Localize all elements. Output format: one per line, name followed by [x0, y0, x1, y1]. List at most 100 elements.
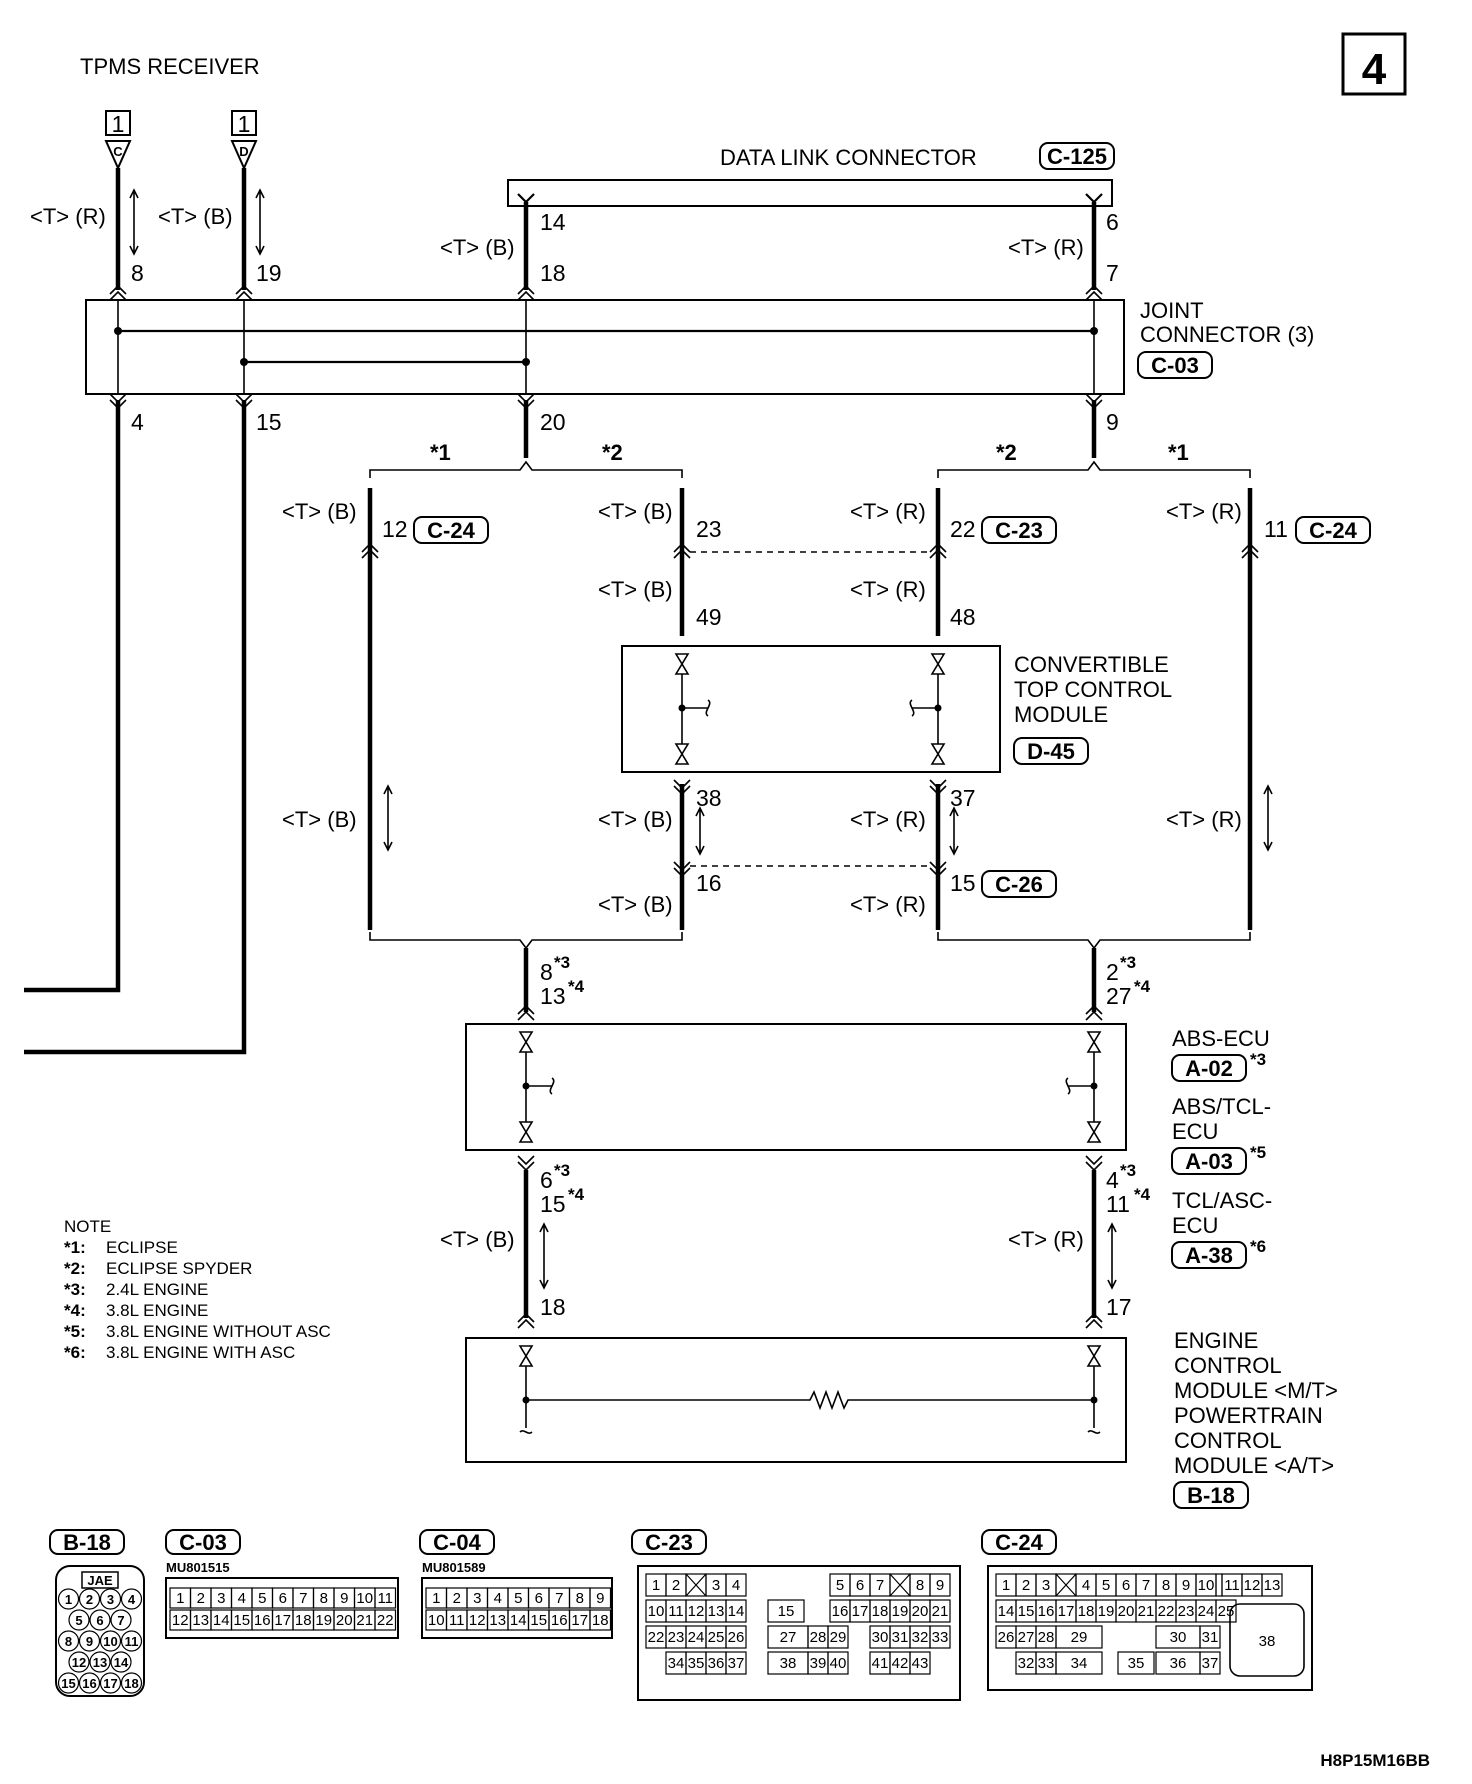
wire-label-tpms-b: <T> (B) — [158, 204, 233, 229]
connector-pin: 3 — [107, 1592, 114, 1607]
svg-text:13: 13 — [540, 983, 566, 1009]
connector-pin: 10 — [103, 1634, 117, 1649]
note-text-4: 3.8L ENGINE — [106, 1301, 208, 1320]
connector-pin: 6 — [535, 1590, 543, 1607]
connector-pin: 6 — [279, 1590, 287, 1607]
connector-pin: 13 — [1264, 1577, 1281, 1594]
connector-pin: 3 — [473, 1590, 481, 1607]
connector-pin: 30 — [872, 1629, 889, 1646]
svg-text:C: C — [113, 144, 123, 159]
code-badge-c24-left: C-24 — [413, 516, 489, 544]
svg-text:D-45: D-45 — [1027, 739, 1075, 764]
connector-pin: 9 — [596, 1590, 604, 1607]
pin-49: 49 — [696, 604, 722, 630]
convertible-module-title-1: CONVERTIBLE — [1014, 652, 1169, 677]
connector-pin: 26 — [728, 1629, 745, 1646]
connector-pin: 22 — [1158, 1603, 1175, 1620]
connector-pin: 22 — [648, 1629, 665, 1646]
connector-pin: 15 — [778, 1603, 795, 1620]
code-badge-c26: C-26 — [981, 870, 1057, 898]
note-text-2: ECLIPSE SPYDER — [106, 1259, 252, 1278]
connector-pin: 20 — [912, 1603, 929, 1620]
wire-label-abs-r: <T> (R) — [1008, 1227, 1084, 1252]
note-text-1: ECLIPSE — [106, 1238, 178, 1257]
svg-text:D: D — [239, 144, 248, 159]
connector-pin: 12 — [688, 1603, 705, 1620]
connector-pin: 18 — [592, 1612, 609, 1629]
wire-label-48-r: <T> (R) — [850, 577, 926, 602]
connector-pin: 23 — [668, 1629, 685, 1646]
star-a02: *3 — [1250, 1050, 1266, 1069]
connector-pin: 9 — [86, 1634, 93, 1649]
svg-text:*4: *4 — [568, 1185, 585, 1204]
tcl-asc-title-2: ECU — [1172, 1213, 1218, 1238]
tpms-terminal-c: 1 C — [104, 110, 132, 171]
connector-pin: 18 — [295, 1612, 312, 1629]
svg-text:6: 6 — [540, 1167, 553, 1193]
connector-pin: 5 — [514, 1590, 522, 1607]
joint-connector-title-1: JOINT — [1140, 298, 1204, 323]
note-mark-5: *5: — [64, 1322, 86, 1341]
connector-pin: 19 — [1098, 1603, 1115, 1620]
connector-pin: 35 — [1128, 1655, 1145, 1672]
pin-38: 38 — [696, 785, 722, 811]
svg-text:*3: *3 — [554, 953, 570, 972]
connector-pin: 17 — [852, 1603, 869, 1620]
connector-pin: 36 — [1170, 1655, 1187, 1672]
connector-pin: 1 — [652, 1577, 660, 1594]
pin-15: 15 — [256, 409, 282, 435]
svg-text:C-24: C-24 — [427, 518, 475, 543]
connector-pin: 25 — [1218, 1603, 1235, 1620]
wire-label-37-r: <T> (R) — [850, 807, 926, 832]
svg-text:*3: *3 — [1120, 1161, 1136, 1180]
svg-text:27: 27 — [1106, 983, 1132, 1009]
connector-pin: 11 — [1224, 1577, 1240, 1594]
convertible-module-title-2: TOP CONTROL — [1014, 677, 1172, 702]
connector-pin: 4 — [494, 1590, 502, 1607]
joint-connector-code-badge: C-03 — [1137, 351, 1213, 379]
connector-pin: 2 — [453, 1590, 461, 1607]
svg-text:MU801515: MU801515 — [166, 1560, 230, 1575]
connector-pin: 14 — [510, 1612, 527, 1629]
wire-label-49-b: <T> (B) — [598, 577, 673, 602]
connector-pin: 11 — [668, 1603, 684, 1620]
connector-pin: 16 — [82, 1676, 96, 1691]
pin-23: 23 — [696, 516, 722, 542]
pin-11: 11 — [1264, 516, 1288, 542]
jc-pin-9: 9 — [1106, 409, 1119, 435]
svg-text:B-18: B-18 — [63, 1530, 111, 1555]
svg-text:*3: *3 — [554, 1161, 570, 1180]
connector-pin: 34 — [668, 1655, 685, 1672]
branch-mark-right-2: *2 — [996, 440, 1017, 465]
connector-pin: 29 — [830, 1629, 847, 1646]
connector-pin: 11 — [449, 1612, 465, 1629]
svg-text:C-26: C-26 — [995, 872, 1043, 897]
note-mark-1: *1: — [64, 1238, 86, 1257]
note-mark-3: *3: — [64, 1280, 86, 1299]
svg-text:*4: *4 — [1134, 1185, 1151, 1204]
jc-pin-18: 18 — [540, 260, 566, 286]
star-a38: *6 — [1250, 1237, 1266, 1256]
abs-top-right-pins: 2 *3 27 *4 — [1106, 953, 1151, 1009]
note-text-3: 2.4L ENGINE — [106, 1280, 208, 1299]
branch-mark-right-1: *1 — [1168, 440, 1189, 465]
connector-pin: 29 — [1071, 1629, 1088, 1646]
wire-label-12-b: <T> (B) — [282, 499, 357, 524]
connector-pin: 9 — [340, 1590, 348, 1607]
connector-pin: 2 — [672, 1577, 680, 1594]
connector-pin: 28 — [810, 1629, 827, 1646]
svg-text:1: 1 — [238, 111, 251, 137]
wire-label-11-r-lower: <T> (R) — [1166, 807, 1242, 832]
abs-ecu-box — [465, 1023, 1127, 1151]
connector-pin: 9 — [1182, 1577, 1190, 1594]
svg-text:C-03: C-03 — [1151, 353, 1199, 378]
connector-pin: 16 — [832, 1603, 849, 1620]
connector-pin: 24 — [1198, 1603, 1215, 1620]
wire-label-16-b: <T> (B) — [598, 892, 673, 917]
connector-pin: 35 — [688, 1655, 705, 1672]
connector-pin: 42 — [892, 1655, 909, 1672]
joint-connector-box — [85, 299, 1125, 395]
